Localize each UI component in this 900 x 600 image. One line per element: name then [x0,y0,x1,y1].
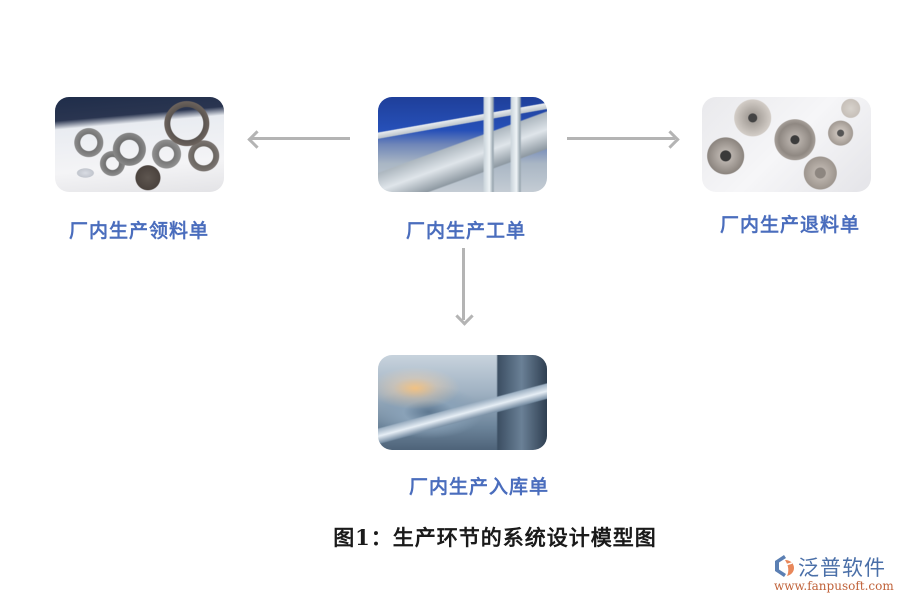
watermark-logo: 泛普软件 www.fanpusoft.com [772,552,896,596]
metal-parts-photo [702,97,871,192]
lathe-photo [378,355,547,450]
arrow-right-icon [661,130,680,149]
brand-url: www.fanpusoft.com [774,579,894,593]
arrow-shaft [567,137,675,140]
brand-name: 泛普软件 [798,556,886,580]
node-label-material-return: 厂内生产退料单 [719,214,860,236]
arrow-down-icon [455,307,474,326]
node-label-warehouse-receipt: 厂内生产入库单 [408,476,549,498]
fanpu-logo-icon [775,555,794,577]
machine-photo [378,97,547,192]
figure-caption: 图1：生产环节的系统设计模型图 [333,525,657,550]
arrow-left-icon [247,130,266,149]
gears-photo [55,97,224,192]
arrow-shaft [250,137,350,140]
arrow-shaft [462,248,465,320]
node-label-material-requisition: 厂内生产领料单 [68,220,209,242]
node-label-work-order: 厂内生产工单 [405,220,526,242]
